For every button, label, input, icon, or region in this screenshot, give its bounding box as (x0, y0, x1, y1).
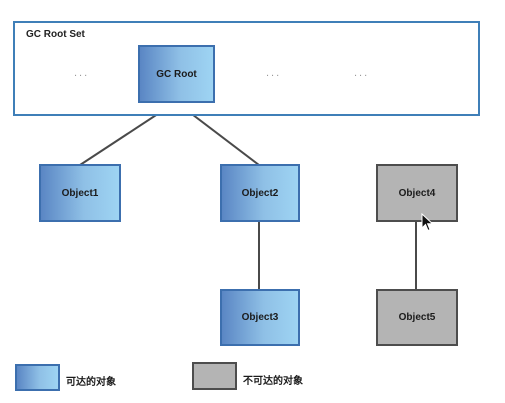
legend-unreachable-label: 不可达的对象 (243, 376, 303, 387)
ellipsis-middle: ... (266, 67, 282, 79)
legend-reachable-label: 可达的对象 (66, 377, 116, 388)
object1-node[interactable]: Object1 (39, 164, 121, 222)
gc-root-set: GC Root Set (13, 21, 480, 116)
legend-reachable-swatch (15, 364, 60, 391)
object4-node[interactable]: Object4 (376, 164, 458, 222)
mouse-cursor-icon (421, 213, 434, 232)
legend-unreachable-swatch (192, 362, 237, 390)
ellipsis-left: ... (74, 67, 90, 79)
object2-node[interactable]: Object2 (220, 164, 300, 222)
object5-node[interactable]: Object5 (376, 289, 458, 346)
ellipsis-right: ... (354, 67, 370, 79)
gc-root-set-title: GC Root Set (26, 29, 85, 40)
gc-root-node[interactable]: GC Root (138, 45, 215, 103)
object3-node[interactable]: Object3 (220, 289, 300, 346)
